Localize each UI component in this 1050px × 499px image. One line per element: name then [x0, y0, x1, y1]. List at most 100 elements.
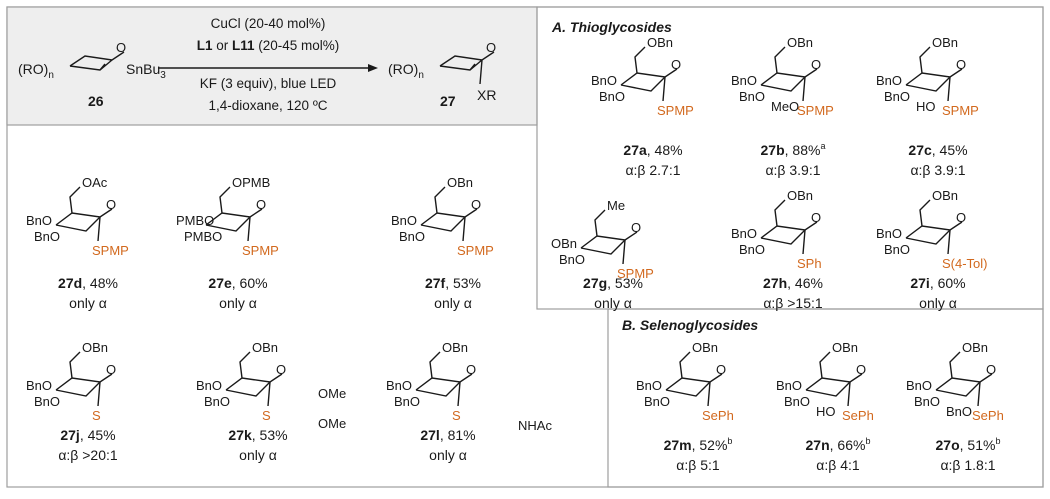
svg-text:(RO)n: (RO)n	[388, 61, 424, 81]
anomeric-ratio: only α	[239, 447, 277, 463]
ring-bond	[225, 351, 283, 397]
anomeric-substituent: S	[452, 408, 461, 423]
ring-bond	[805, 351, 863, 397]
reactant-26: O (RO)n SnBu3 26	[18, 40, 166, 109]
anomeric-bond	[662, 76, 666, 102]
c3-substituent: BnO	[599, 89, 625, 104]
anomeric-ratio: only α	[219, 295, 257, 311]
anomeric-bond	[457, 381, 461, 407]
c3-substituent: PMBO	[184, 229, 222, 244]
anomeric-ratio: α:β >20:1	[58, 447, 118, 463]
compound-yield-label: 27k, 53%	[228, 427, 287, 443]
compound-yield-label: 27e, 60%	[208, 275, 267, 291]
anomeric-ratio: α:β 3.9:1	[765, 162, 820, 178]
anomeric-bond	[97, 216, 101, 242]
anomeric-bond	[847, 381, 851, 407]
section-b-title: B. Selenoglycosides	[622, 317, 758, 333]
compound-yield-label: 27j, 45%	[60, 427, 115, 443]
anomeric-substituent: SePh	[702, 408, 734, 423]
anomeric-substituent: SPMP	[457, 243, 494, 258]
ring-oxygen: O	[811, 57, 821, 72]
c4-substituent: BnO	[731, 226, 757, 241]
anomeric-substituent: SPMP	[242, 243, 279, 258]
c2-substituent: HO	[816, 404, 836, 419]
ring-bond	[55, 186, 113, 232]
ring-oxygen: O	[106, 197, 116, 212]
c3-substituent: BnO	[884, 89, 910, 104]
anomeric-bond	[462, 216, 466, 242]
anomeric-substituent: SPMP	[617, 266, 654, 281]
c4-substituent: BnO	[26, 378, 52, 393]
methoxy-2: OMe	[318, 416, 346, 431]
ring-bond	[580, 209, 638, 255]
c3-substituent: BnO	[739, 242, 765, 257]
ring-bond	[620, 46, 678, 92]
c2-substituent: BnO	[946, 404, 972, 419]
c4-substituent: BnO	[26, 213, 52, 228]
ring-bond	[935, 351, 993, 397]
ring-bond	[905, 199, 963, 245]
anomeric-bond	[977, 381, 981, 407]
condition-catalyst: CuCl (20-40 mol%)	[211, 16, 326, 31]
compound-yield-label: 27f, 53%	[425, 275, 481, 291]
condition-ligand: L1 or L11 (20-45 mol%)	[197, 38, 340, 53]
compound-yield-label: 27c, 45%	[908, 142, 967, 158]
anomeric-substituent: S(4-Tol)	[942, 256, 988, 271]
ring-oxygen: O	[631, 220, 641, 235]
ring-oxygen: O	[856, 362, 866, 377]
ring-bond	[905, 46, 963, 92]
anomeric-bond	[622, 239, 626, 265]
snbu3-group: SnBu3	[126, 61, 166, 81]
ring-bond	[55, 351, 113, 397]
ring-oxygen: O	[956, 57, 966, 72]
reactant-label: 26	[88, 93, 104, 109]
c6-substituent: OBn	[82, 340, 108, 355]
ring-bond	[205, 186, 263, 232]
ring-bond	[420, 186, 478, 232]
ring-oxygen: O	[671, 57, 681, 72]
condition-solvent: 1,4-dioxane, 120 ºC	[208, 98, 327, 113]
anomeric-ratio: only α	[429, 447, 467, 463]
c6-substituent: OBn	[932, 35, 958, 50]
product-27: O (RO)n XR 27	[388, 40, 496, 109]
c2-substituent: MeO	[771, 99, 799, 114]
anomeric-substituent: SePh	[972, 408, 1004, 423]
c6-substituent: OBn	[932, 188, 958, 203]
anomeric-ratio: α:β 5:1	[676, 457, 720, 473]
compound-yield-label: 27b, 88%a	[761, 141, 826, 158]
c4-substituent: PMBO	[176, 213, 214, 228]
c4-substituent: BnO	[386, 378, 412, 393]
anomeric-bond	[707, 381, 711, 407]
ring-bond	[665, 351, 723, 397]
c4-substituent: BnO	[876, 226, 902, 241]
anomeric-bond	[802, 229, 806, 255]
anomeric-substituent: SPMP	[92, 243, 129, 258]
ring-oxygen: O	[716, 362, 726, 377]
compound-yield-label: 27a, 48%	[623, 142, 682, 158]
methoxy-1: OMe	[318, 386, 346, 401]
anomeric-bond	[247, 216, 251, 242]
anomeric-ratio: α:β >15:1	[763, 295, 823, 311]
c6-substituent: OAc	[82, 175, 108, 190]
anomeric-bond	[267, 381, 271, 407]
c3-substituent: BnO	[559, 252, 585, 267]
ring-oxygen: O	[256, 197, 266, 212]
c4-substituent: BnO	[391, 213, 417, 228]
anomeric-ratio: α:β 1.8:1	[940, 457, 995, 473]
c6-substituent: OBn	[647, 35, 673, 50]
c4-substituent: BnO	[906, 378, 932, 393]
c2-substituent: HO	[916, 99, 936, 114]
c6-substituent: OBn	[962, 340, 988, 355]
anomeric-bond	[97, 381, 101, 407]
anomeric-bond	[947, 76, 951, 102]
